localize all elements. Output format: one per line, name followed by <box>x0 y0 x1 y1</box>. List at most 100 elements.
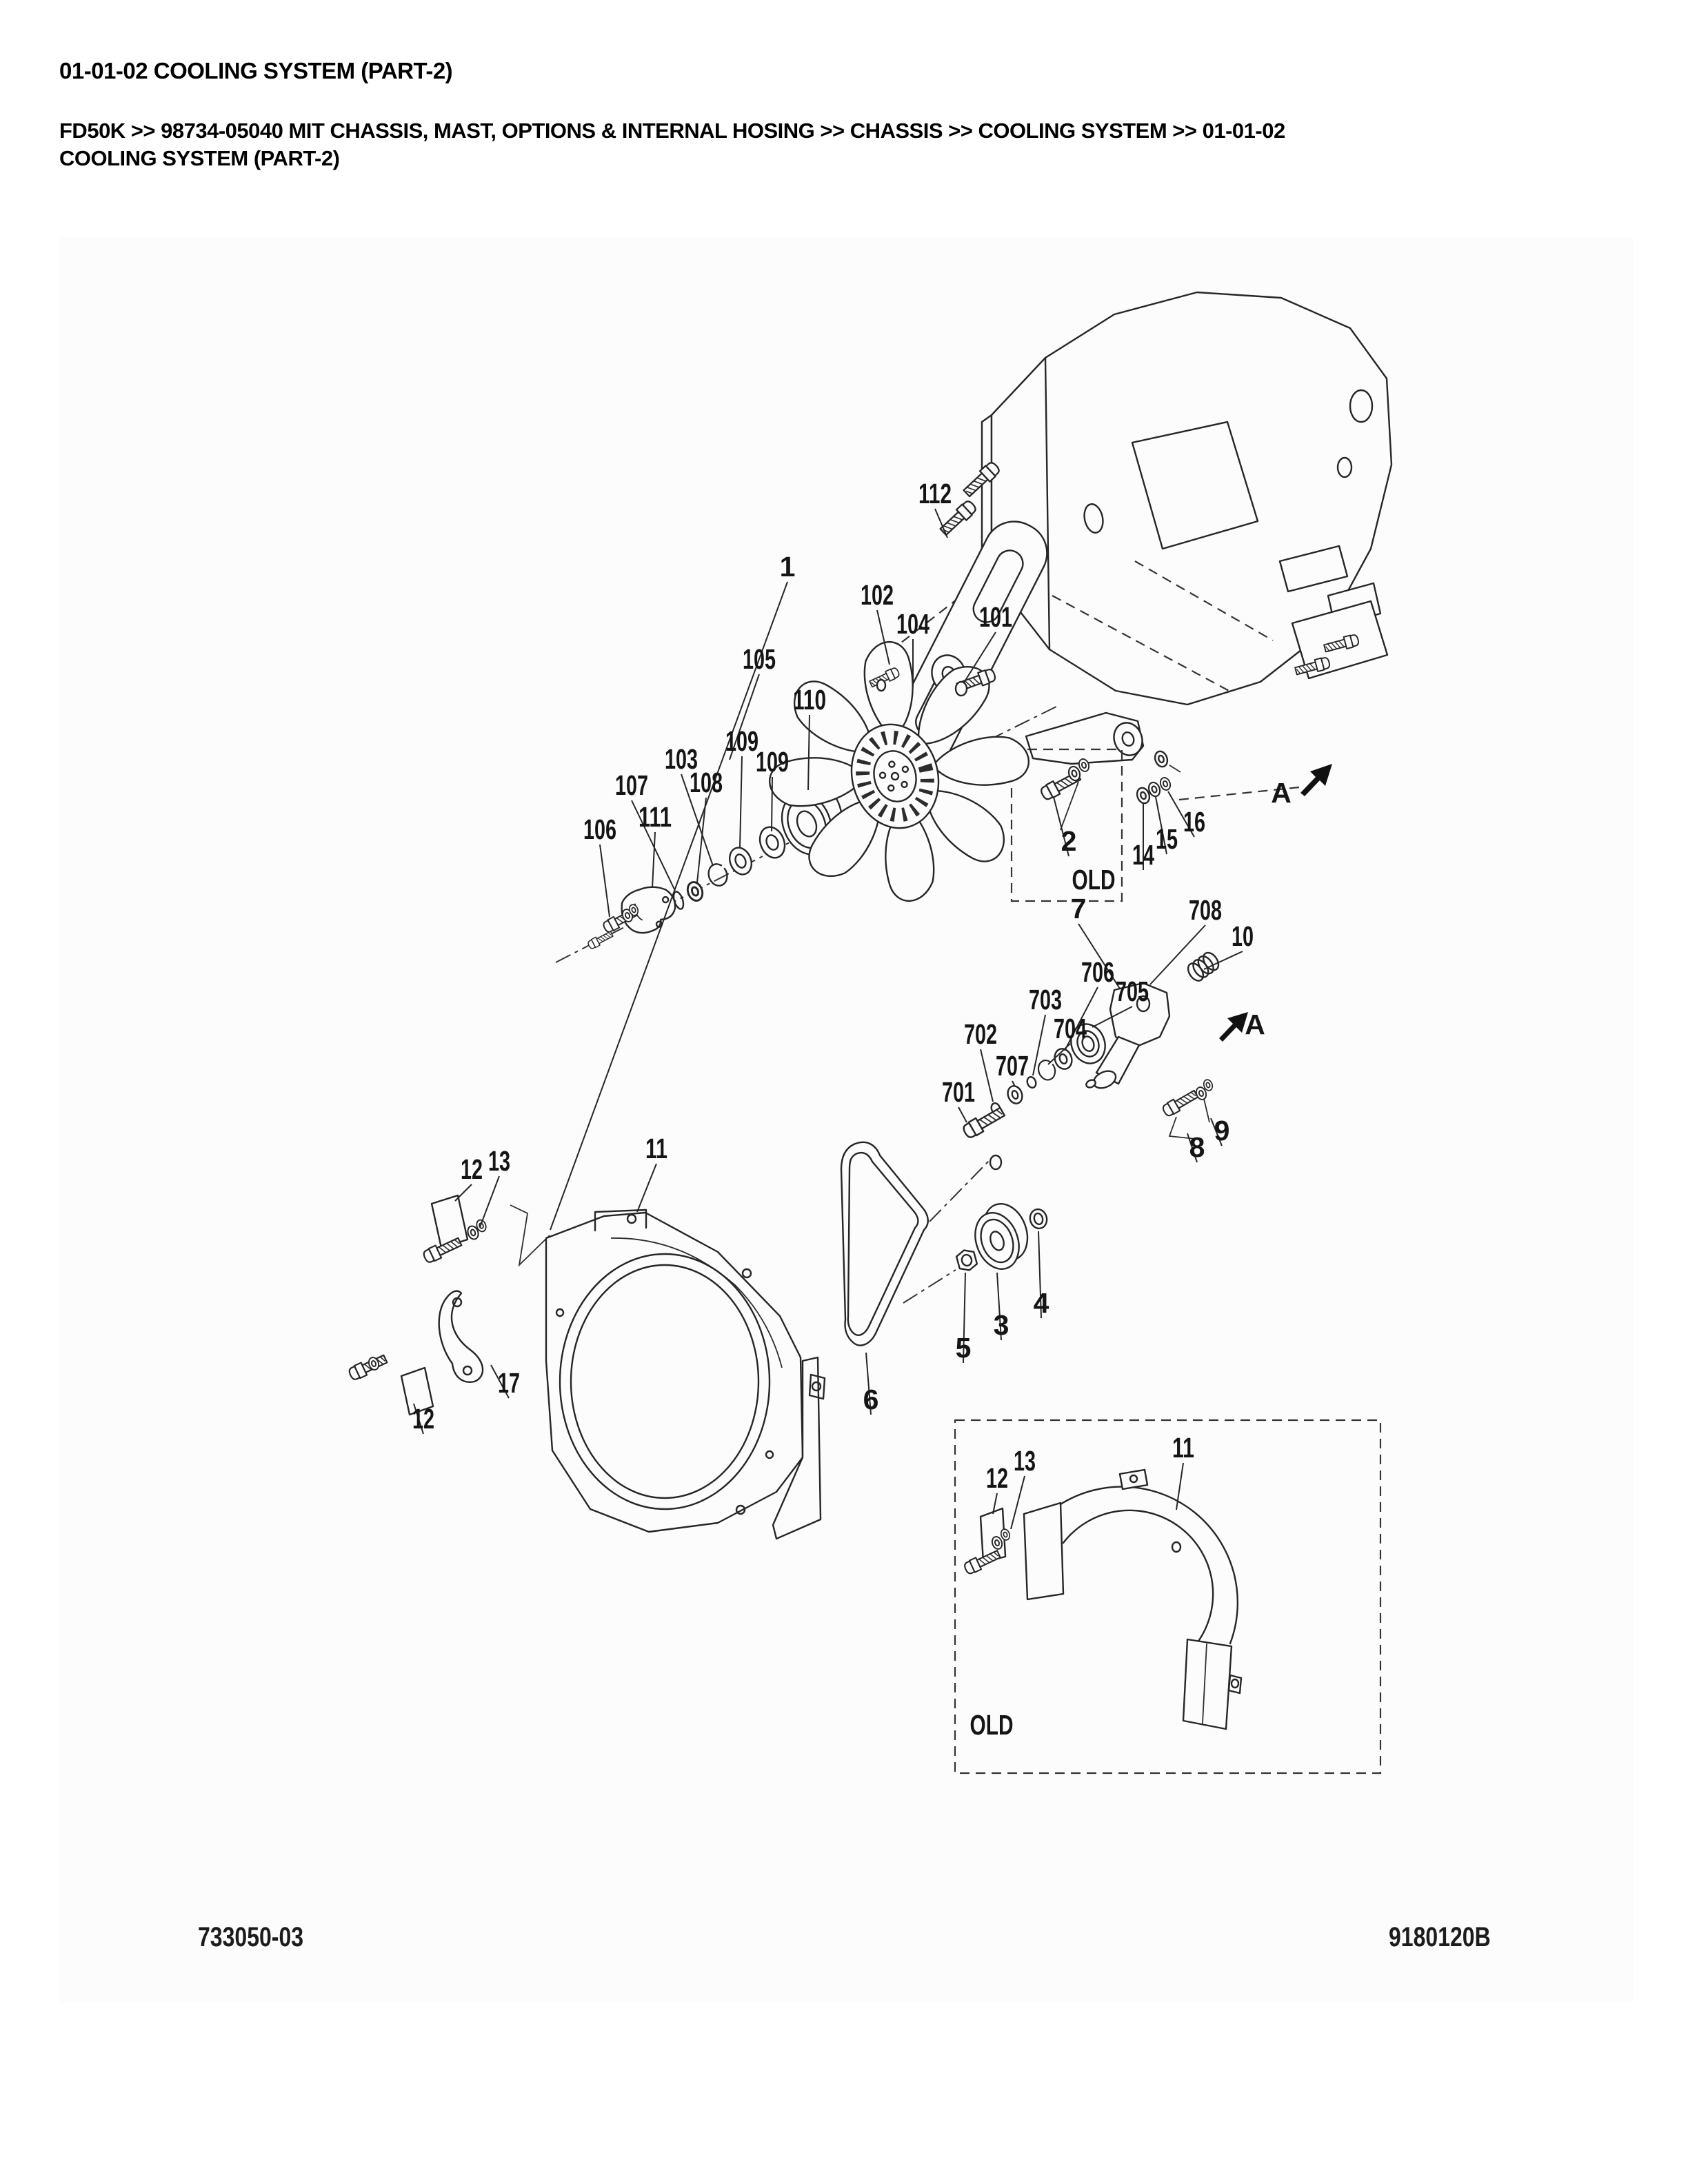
part-callout-3: 3 <box>994 1309 1009 1341</box>
leader-line <box>729 674 760 760</box>
leader-line <box>1187 1133 1198 1163</box>
part-callout-12: 12 <box>412 1403 434 1435</box>
shroud-stay <box>438 1290 484 1383</box>
part-callout-104: 104 <box>896 608 930 640</box>
figure-code-left: 733050-03 <box>198 1922 304 1952</box>
leader-line <box>1149 924 1206 985</box>
leader-line <box>652 831 656 889</box>
part-callout-107: 107 <box>615 769 648 801</box>
page-title: 01-01-02 COOLING SYSTEM (PART-2) <box>59 58 453 83</box>
leader-line <box>490 1364 510 1399</box>
v-belt <box>840 1141 929 1346</box>
leader-line <box>413 1403 424 1435</box>
fan-clutch-disc <box>850 723 940 829</box>
part-callout-102: 102 <box>861 579 894 611</box>
leader-line <box>876 609 890 665</box>
leader-line <box>1176 1462 1184 1510</box>
part-callout-701: 701 <box>942 1076 975 1108</box>
breadcrumb: FD50K >> 98734-05040 MIT CHASSIS, MAST, … <box>59 119 1285 143</box>
leader-line <box>958 1106 967 1123</box>
fan-shroud <box>510 1204 826 1540</box>
part-callout-2: 2 <box>1061 825 1077 857</box>
leader-line <box>696 797 707 883</box>
part-callout-6: 6 <box>863 1384 879 1415</box>
shroud-mount-bolts <box>347 1194 488 1416</box>
part-callout-14: 14 <box>1132 839 1154 871</box>
breadcrumb-wrap: COOLING SYSTEM (PART-2) <box>59 146 340 170</box>
leader-line <box>1010 1475 1025 1530</box>
leader-line <box>1064 987 1098 1051</box>
leader-line <box>1210 1118 1223 1146</box>
part-callout-15: 15 <box>1156 823 1178 855</box>
old-parts-box-bottom <box>954 1419 1382 1775</box>
leader-line <box>1038 1231 1042 1319</box>
part-callout-109: 109 <box>725 725 758 757</box>
part-callout-13: 13 <box>488 1145 510 1177</box>
part-callout-111: 111 <box>639 801 672 833</box>
leader-line <box>1078 923 1121 989</box>
part-callout-105: 105 <box>743 643 776 675</box>
part-callout-103: 103 <box>665 743 698 775</box>
part-callout-11: 11 <box>645 1133 667 1164</box>
part-callout-13: 13 <box>1014 1445 1036 1477</box>
part-callout-706: 706 <box>1081 956 1114 988</box>
part-callout-16: 16 <box>1183 806 1205 838</box>
part-callout-12: 12 <box>461 1153 483 1185</box>
part-callout-A: A <box>1245 1009 1265 1040</box>
tension-spring <box>1187 951 1220 982</box>
part-callout-109: 109 <box>756 746 789 778</box>
old-parts-box-top <box>1010 748 1123 902</box>
part-callout-705: 705 <box>1116 975 1149 1007</box>
part-callout-703: 703 <box>1029 984 1062 1015</box>
figure-code-right: 9180120B <box>1389 1922 1491 1952</box>
part-callout-12: 12 <box>986 1462 1008 1494</box>
cooling-fan <box>768 640 1030 902</box>
part-callout-110: 110 <box>793 684 826 716</box>
leader-line <box>934 508 948 538</box>
part-callout-5: 5 <box>956 1332 972 1364</box>
leader-line <box>980 1049 994 1102</box>
leader-line <box>963 631 996 683</box>
leader-line <box>550 581 788 1231</box>
leader-line <box>681 774 714 867</box>
leader-line <box>992 1493 998 1515</box>
part-callout-OLD: OLD <box>970 1709 1014 1741</box>
leader-line <box>631 800 676 891</box>
leader-line <box>599 844 610 918</box>
part-callout-8: 8 <box>1189 1131 1205 1163</box>
part-callout-11: 11 <box>1172 1432 1194 1464</box>
leader-line <box>739 756 743 849</box>
leader-line <box>865 1352 872 1415</box>
part-callout-108: 108 <box>690 767 723 798</box>
part-callout-A: A <box>1271 777 1292 809</box>
part-callout-704: 704 <box>1054 1013 1087 1044</box>
leader-line <box>454 1184 472 1202</box>
leader-line <box>1032 1014 1046 1076</box>
leader-line <box>1047 1043 1071 1065</box>
part-callout-17: 17 <box>498 1367 520 1399</box>
leader-line <box>636 1163 657 1213</box>
leader-line <box>1203 951 1243 970</box>
cooling-system-exploded-diagram: 1112102101104105110109109103108107111106… <box>347 291 1393 1775</box>
part-callout-7: 7 <box>1071 893 1087 924</box>
view-a-arrow-upper <box>1300 764 1332 796</box>
part-callout-10: 10 <box>1232 920 1254 952</box>
part-callout-9: 9 <box>1214 1115 1230 1146</box>
part-callout-112: 112 <box>918 478 952 509</box>
crank-pulley-group <box>903 1154 1048 1304</box>
leader-line <box>807 714 810 791</box>
part-callout-106: 106 <box>583 813 616 845</box>
leader-line <box>1167 791 1195 838</box>
part-callout-707: 707 <box>996 1050 1029 1082</box>
part-callout-OLD: OLD <box>1072 864 1116 896</box>
leader-line <box>479 1175 500 1228</box>
leader-line <box>1012 1080 1016 1087</box>
leader-line <box>963 1272 966 1364</box>
part-callout-1: 1 <box>780 551 796 583</box>
part-callout-708: 708 <box>1189 894 1222 926</box>
leader-line <box>1053 796 1069 857</box>
leader-line <box>1155 796 1167 855</box>
leader-line <box>996 1272 1002 1341</box>
